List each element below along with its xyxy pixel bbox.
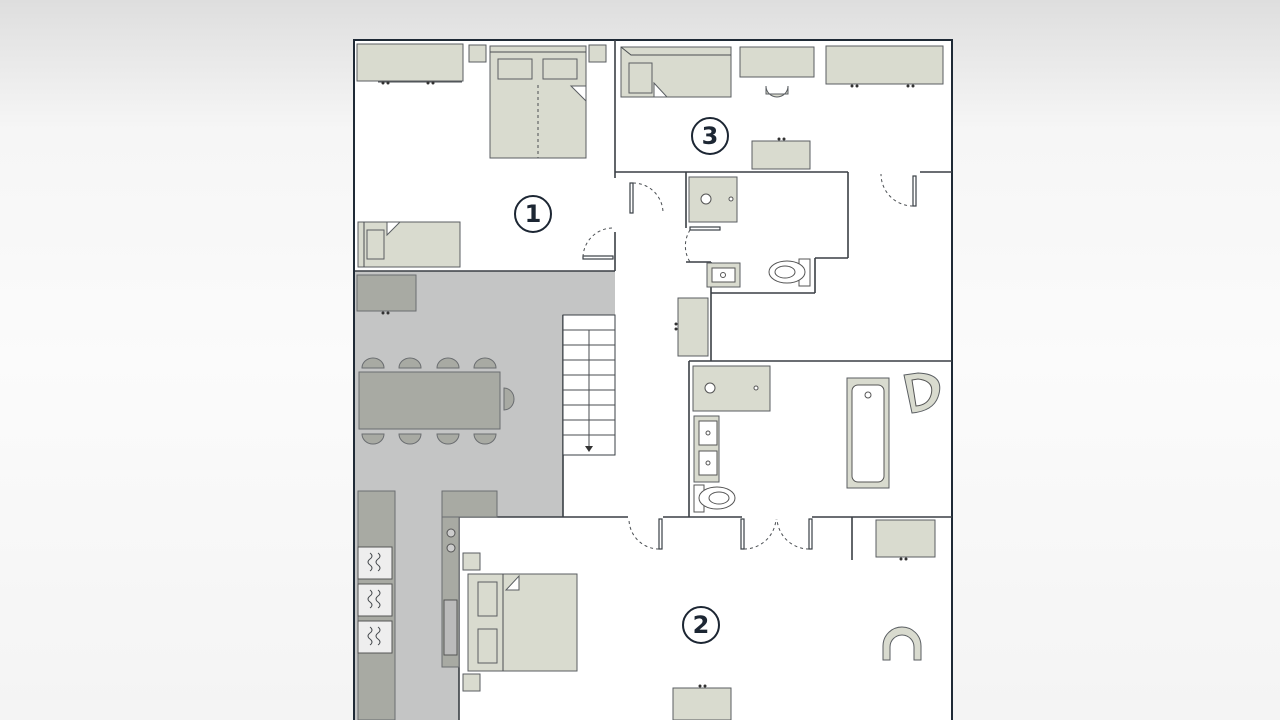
room-marker-2: 2 (682, 606, 720, 644)
dining-and-kitchen (356, 274, 515, 720)
room-marker-1: 1 (514, 195, 552, 233)
room-marker-1-label: 1 (525, 200, 542, 228)
upper-bathroom (674, 176, 811, 357)
room-marker-2-label: 2 (693, 611, 710, 639)
room-marker-3: 3 (691, 117, 729, 155)
room-3-furniture (620, 45, 944, 170)
doors (582, 173, 917, 550)
room-2-furniture (462, 519, 936, 720)
room-1-furniture (356, 43, 607, 268)
staircase (562, 314, 616, 456)
lower-bathroom (692, 365, 941, 513)
room-marker-3-label: 3 (702, 122, 719, 150)
